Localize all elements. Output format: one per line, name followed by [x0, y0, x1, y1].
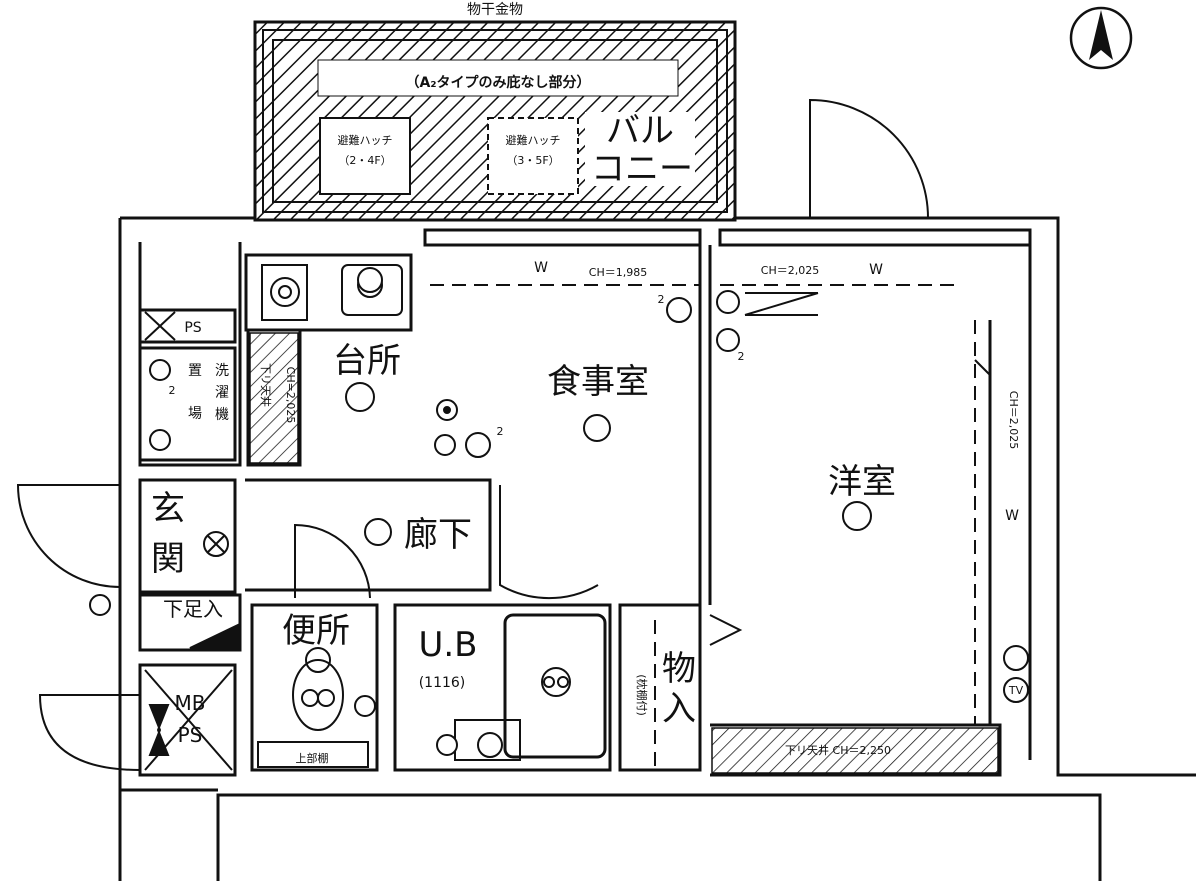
dining-label: 食事室 — [547, 362, 649, 402]
door-swing-icon — [16, 98, 991, 771]
w-mark-3: W — [1005, 508, 1019, 524]
light-fixture-icon — [89, 382, 872, 616]
laundry-label-2: 濯 — [215, 385, 229, 401]
shoe-box-label: 下足入 — [163, 597, 223, 621]
w-mark-2: W — [869, 262, 883, 278]
outlet-icon — [149, 267, 1029, 758]
unit-bath-label: U.B — [418, 625, 477, 665]
stove-icon — [261, 264, 403, 321]
toilet-icon — [257, 647, 369, 768]
top-hardware-label: 物干金物 — [467, 2, 523, 18]
hatch2-label-2: （3・5F） — [506, 154, 559, 167]
shelf-note-label: (枕棚付) — [635, 674, 649, 716]
balcony-note-label: （A₂タイプのみ庇なし部分） — [406, 74, 591, 91]
outer-walls — [118, 216, 1196, 881]
sink-icon — [454, 667, 571, 761]
ceiling-western-top-label: CH＝2,025 — [761, 264, 819, 277]
lowered-ceiling-bottom-label: 下リ天井 CH＝2,250 — [785, 743, 891, 757]
storage-label-1: 物 — [662, 649, 696, 689]
storage-label-2: 入 — [662, 689, 696, 729]
w-mark-1: W — [534, 260, 548, 276]
laundry-place-label-2: 場 — [188, 406, 202, 422]
upper-cabinet-label: 上部棚 — [296, 751, 329, 765]
ceiling-western-side-label: CH＝2,025 — [1007, 391, 1020, 449]
tv-label: TV — [1008, 684, 1024, 697]
laundry-label-3: 機 — [215, 407, 229, 423]
hatch1-label-2: （2・4F） — [338, 154, 391, 167]
entrance-label-1: 玄 — [151, 489, 185, 529]
ps-label: PS — [184, 320, 201, 336]
unit-bath-size-label: (1116) — [419, 675, 466, 691]
ceiling-dashed-lines — [430, 284, 976, 770]
num2-label-1: 2 — [658, 293, 665, 306]
num2-label-4: 2 — [497, 425, 504, 438]
lowered-ceiling-kitchen — [249, 332, 299, 464]
hatch1-label-1: 避難ハッチ — [338, 133, 393, 147]
mbps-label-2: PS — [178, 723, 203, 747]
mbps-label-1: MB — [175, 691, 206, 715]
corridor-label: 廊下 — [404, 515, 472, 555]
balcony — [253, 20, 737, 222]
kitchen-label: 台所 — [333, 341, 401, 381]
laundry-label-1: 洗 — [215, 363, 229, 379]
toilet-label: 便所 — [282, 611, 350, 651]
lowered-ceiling-vertical-label: 下リ天井 — [259, 363, 273, 407]
ch-small-vertical-label: CH=2,025 — [284, 367, 297, 424]
num2-label-3: 2 — [169, 384, 176, 397]
laundry-place-label: 置 — [188, 363, 202, 379]
north-arrow-icon — [1069, 6, 1133, 70]
meter-box-marks — [144, 292, 819, 771]
lowered-ceiling-strip — [711, 727, 999, 774]
balcony-label-1: バル — [606, 111, 674, 151]
ceiling-dining-label: CH＝1,985 — [589, 266, 647, 279]
western-room-label: 洋室 — [828, 462, 896, 502]
num2-label-2: 2 — [738, 350, 745, 363]
entrance-label-2: 関 — [151, 539, 185, 579]
interior-walls — [138, 228, 1032, 777]
balcony-label-2: コニー — [591, 149, 693, 189]
hatch2-label-1: 避難ハッチ — [506, 133, 561, 147]
